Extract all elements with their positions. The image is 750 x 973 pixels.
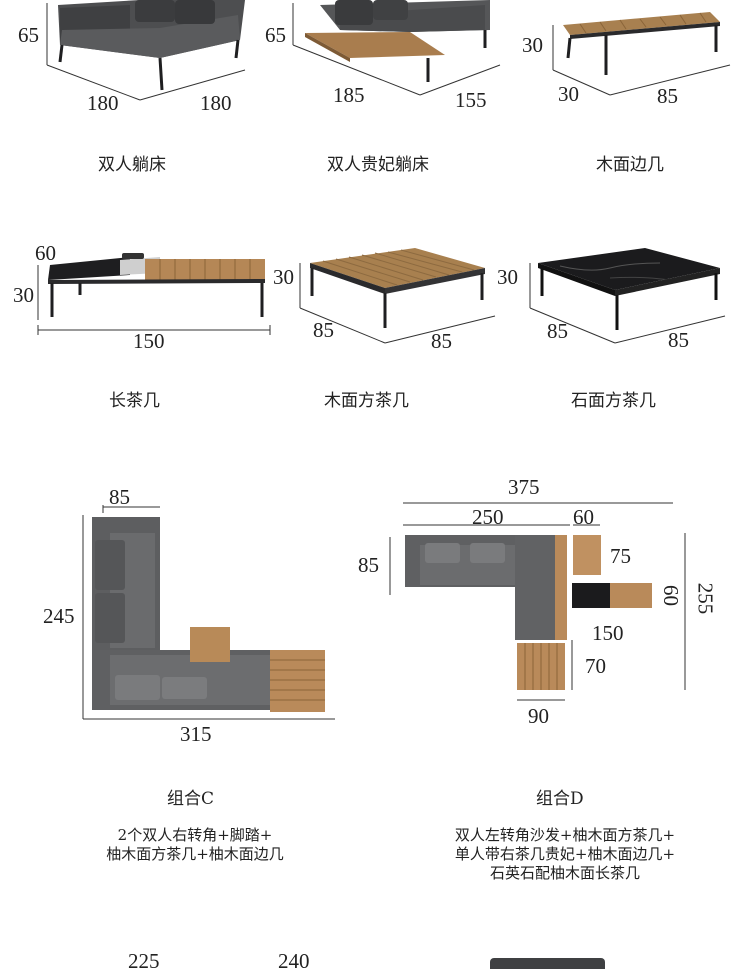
bottom-dim-2: 240	[278, 949, 310, 973]
wood-square-width: 85	[313, 318, 334, 342]
stone-square-depth: 85	[668, 328, 689, 352]
chaise-width: 185	[333, 83, 365, 107]
daybed-caption: 双人躺床	[98, 155, 166, 175]
long-table-length: 150	[133, 329, 165, 353]
wood-side-width: 30	[558, 82, 579, 106]
long-table-height: 30	[13, 283, 34, 307]
chaise-caption: 双人贵妃躺床	[327, 155, 429, 175]
combo-d-total-h: 255	[693, 582, 718, 615]
wood-side-table-illustration	[552, 12, 731, 96]
wood-square-height: 30	[273, 265, 294, 289]
stone-square-height: 30	[497, 265, 518, 289]
combo-c-desc-line: 2个双人右转角+脚踏+	[117, 826, 273, 844]
chaise-height: 65	[265, 23, 286, 47]
chaise-depth: 155	[455, 88, 487, 112]
bottom-dim-1: 225	[128, 949, 160, 973]
daybed-depth: 180	[200, 91, 232, 115]
stone-square-table-illustration	[529, 248, 726, 344]
daybed-illustration	[46, 0, 246, 101]
bottom-sofa-back	[490, 958, 605, 969]
combo-d-left: 85	[358, 553, 379, 577]
combo-d-description: 双人左转角沙发+柚木面方茶几+ 单人带右茶几贵妃+柚木面边几+ 石英石配柚木面长…	[420, 826, 710, 883]
daybed-width: 180	[87, 91, 119, 115]
long-coffee-table-illustration	[37, 253, 271, 335]
wood-side-depth: 85	[657, 84, 678, 108]
combo-c-left: 245	[43, 604, 75, 628]
daybed-height: 65	[18, 23, 39, 47]
combo-d-side-h: 75	[610, 544, 631, 568]
combo-c-description: 2个双人右转角+脚踏+ 柚木面方茶几+柚木面边几	[70, 826, 320, 864]
combo-d-desc-line: 单人带右茶几贵妃+柚木面边几+	[454, 845, 676, 863]
combo-d-side-w: 60	[573, 505, 594, 529]
chaise-daybed-illustration	[292, 0, 501, 96]
combo-c-title: 组合C	[167, 789, 215, 809]
combo-d-long-w: 60	[659, 585, 683, 606]
wood-square-caption: 木面方茶几	[324, 391, 409, 411]
combo-d-desc-line: 石英石配柚木面长茶几	[489, 864, 640, 882]
combo-d-title: 组合D	[536, 789, 584, 809]
combo-d-sofa: 250	[472, 505, 504, 529]
long-table-depth: 60	[35, 241, 56, 265]
combo-d-long-l: 150	[592, 621, 624, 645]
stone-square-caption: 石面方茶几	[571, 391, 656, 411]
combo-c-plan	[82, 505, 335, 720]
long-table-caption: 长茶几	[109, 391, 160, 411]
combo-d-sq-h: 70	[585, 654, 606, 678]
stone-square-width: 85	[547, 319, 568, 343]
combo-d-total: 375	[508, 475, 540, 499]
combo-c-desc-line: 柚木面方茶几+柚木面边几	[106, 845, 284, 863]
wood-square-depth: 85	[431, 329, 452, 353]
combo-d-sq-w: 90	[528, 704, 549, 728]
wood-side-height: 30	[522, 33, 543, 57]
combo-d-desc-line: 双人左转角沙发+柚木面方茶几+	[454, 826, 676, 844]
combo-d-plan	[389, 502, 686, 701]
combo-c-top: 85	[109, 485, 130, 509]
wood-side-caption: 木面边几	[596, 155, 664, 175]
wood-square-table-illustration	[299, 248, 496, 344]
combo-c-bottom: 315	[180, 722, 212, 746]
